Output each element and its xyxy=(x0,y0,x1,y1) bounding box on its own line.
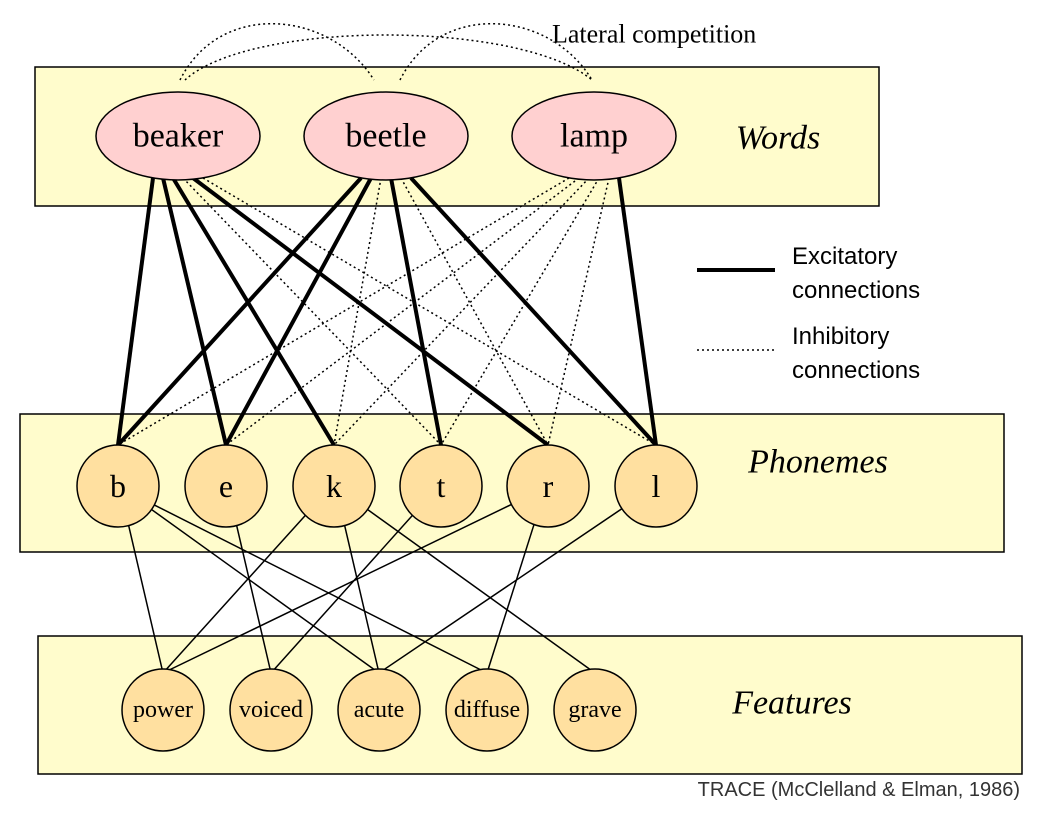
word-node-lamp xyxy=(511,91,677,181)
inhibitory-legend-label-2: connections xyxy=(792,357,920,384)
feature-node-voiced xyxy=(229,668,313,752)
feature-connection-k-grave xyxy=(365,507,596,674)
excitatory-legend-label-1: Excitatory xyxy=(792,243,897,270)
excitatory-connection-beetle-l xyxy=(409,176,658,447)
feature-node-power xyxy=(121,668,205,752)
phoneme-label-t: t xyxy=(437,468,446,504)
phoneme-node-t xyxy=(399,444,483,528)
feature-node-acute xyxy=(337,668,421,752)
inhibitory-connection-beetle-k xyxy=(333,177,382,446)
phoneme-label-b: b xyxy=(110,468,126,504)
feature-connection-b-diffuse xyxy=(151,503,488,674)
phoneme-node-r xyxy=(506,444,590,528)
phoneme-label-e: e xyxy=(219,468,233,504)
features-layer-label: Features xyxy=(731,685,852,722)
feature-node-diffuse xyxy=(445,668,529,752)
feature-connection-b-power xyxy=(127,525,164,674)
feature-connection-e-voiced xyxy=(235,525,272,674)
excitatory-connection-beaker-r xyxy=(191,176,550,447)
inhibitory-connection-lamp-b xyxy=(117,177,570,446)
excitatory-legend-label-2: connections xyxy=(792,277,920,304)
feature-label-grave: grave xyxy=(568,697,621,723)
inhibitory-connection-lamp-r xyxy=(547,177,610,446)
word-node-beetle xyxy=(303,91,469,181)
phoneme-label-k: k xyxy=(326,468,342,504)
connection-lines xyxy=(116,176,658,674)
word-label-beetle: beetle xyxy=(345,118,426,155)
feature-connection-b-acute xyxy=(149,507,380,674)
word-label-lamp: lamp xyxy=(560,118,628,155)
inhibitory-connection-lamp-t xyxy=(440,177,600,446)
feature-label-power: power xyxy=(133,697,193,723)
phoneme-node-b xyxy=(76,444,160,528)
inhibitory-connection-beaker-l xyxy=(202,177,657,446)
phoneme-label-l: l xyxy=(652,468,661,504)
feature-connection-t-voiced xyxy=(270,513,414,674)
excitatory-connection-beetle-b xyxy=(116,176,363,447)
feature-connection-k-acute xyxy=(343,525,380,674)
lateral-competition-label: Lateral competition xyxy=(552,20,756,49)
feature-label-acute: acute xyxy=(354,697,405,723)
excitatory-connection-beaker-k xyxy=(171,176,336,447)
excitatory-connection-beetle-e xyxy=(224,177,373,446)
inhibitory-connection-lamp-k xyxy=(333,177,590,446)
phonemes-layer-label: Phonemes xyxy=(747,444,888,481)
feature-label-diffuse: diffuse xyxy=(454,697,520,723)
feature-label-voiced: voiced xyxy=(239,697,303,723)
inhibitory-connection-lamp-e xyxy=(225,177,580,446)
word-nodes: beaker beetle lamp xyxy=(95,91,677,181)
feature-connection-k-power xyxy=(162,513,307,674)
phoneme-node-l xyxy=(614,444,698,528)
inhibitory-connection-beaker-t xyxy=(182,177,442,446)
inhibitory-legend-label-1: Inhibitory xyxy=(792,323,889,350)
feature-node-grave xyxy=(553,668,637,752)
feature-connection-r-power xyxy=(162,502,514,674)
feature-connection-l-acute xyxy=(378,506,624,674)
word-node-beaker xyxy=(95,91,261,181)
phoneme-node-k xyxy=(292,444,376,528)
feature-connection-r-diffuse xyxy=(486,523,535,674)
citation-credit: TRACE (McClelland & Elman, 1986) xyxy=(698,779,1020,801)
words-layer-label: Words xyxy=(736,120,820,157)
excitatory-connection-beetle-t xyxy=(389,177,443,446)
inhibitory-connection-beetle-r xyxy=(400,177,549,446)
legend: Excitatory connections Inhibitory connec… xyxy=(697,243,920,384)
excitatory-connection-beaker-e xyxy=(161,177,228,446)
phoneme-node-e xyxy=(184,444,268,528)
phoneme-label-r: r xyxy=(543,468,554,504)
feature-nodes: power voiced acute diffuse grave xyxy=(121,668,637,752)
word-label-beaker: beaker xyxy=(133,118,224,155)
excitatory-connection-lamp-l xyxy=(617,177,658,446)
excitatory-connection-beaker-b xyxy=(116,177,155,446)
